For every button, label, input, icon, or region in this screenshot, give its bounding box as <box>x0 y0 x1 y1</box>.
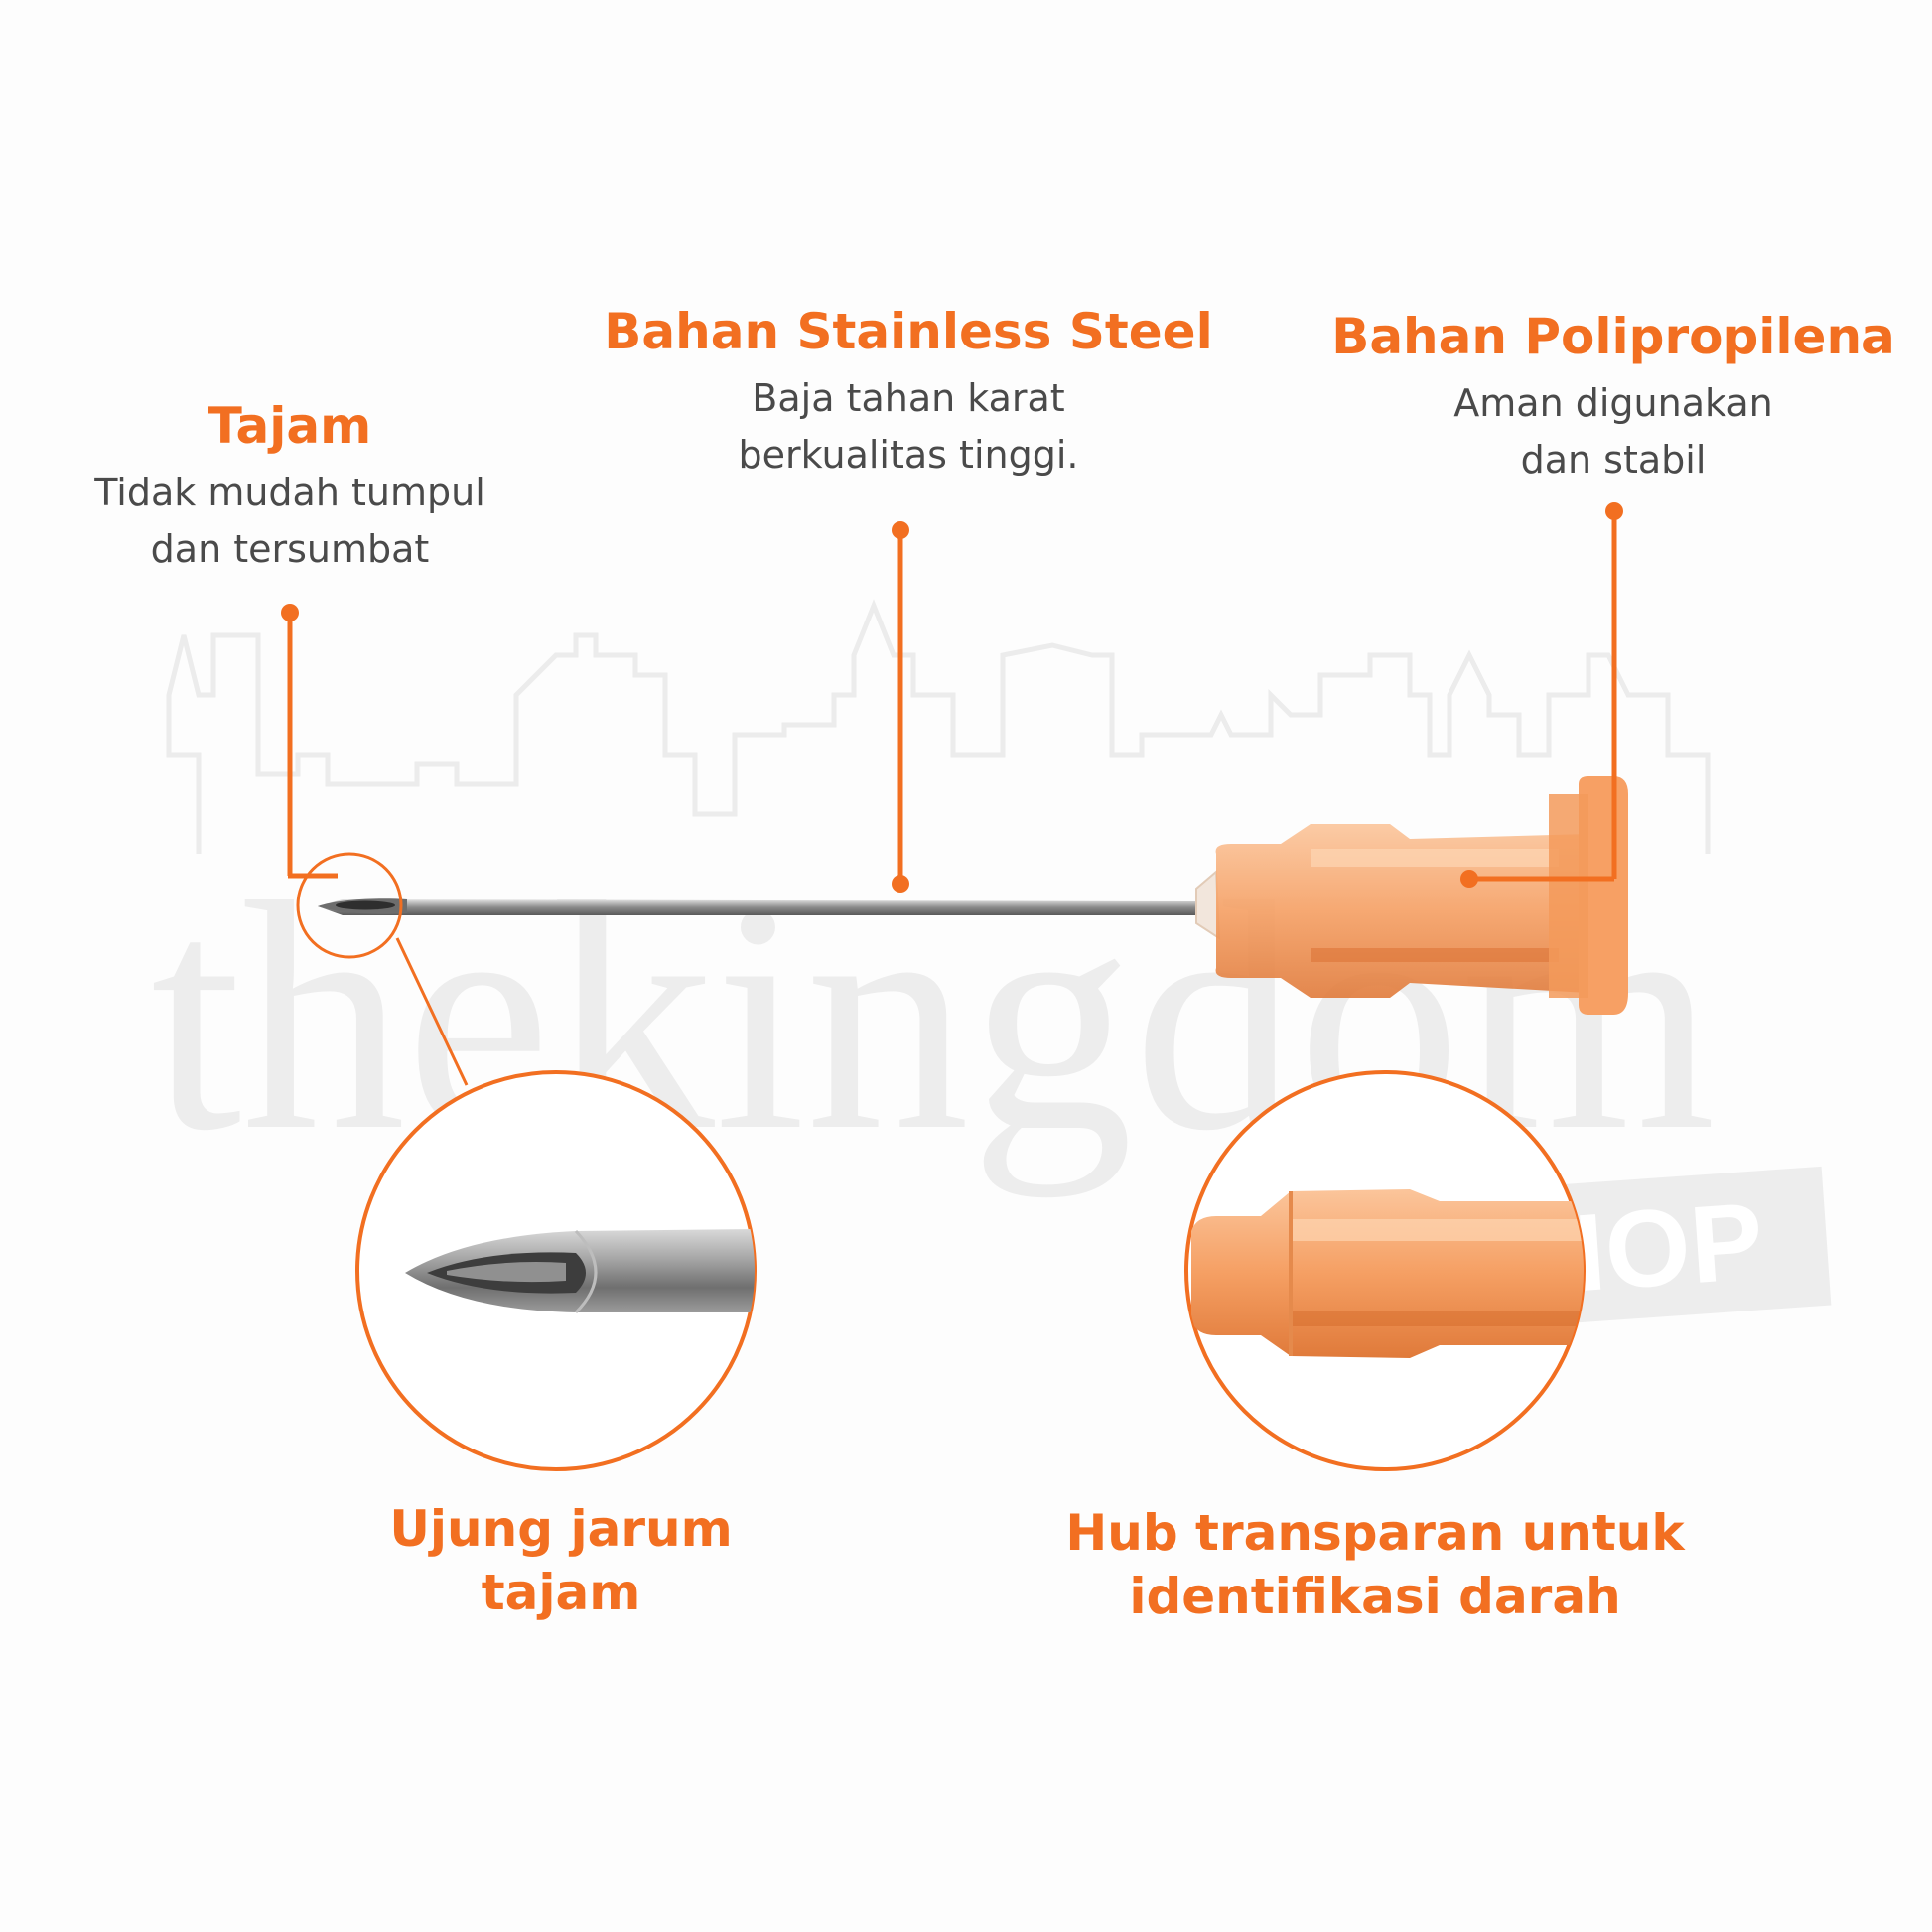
watermark-skyline <box>166 599 1711 854</box>
caption-tip-line1: Ujung jarum <box>389 1500 733 1558</box>
feature-desc-polypropylene-line2: dan stabil <box>1520 438 1707 482</box>
feature-desc-steel-line1: Baja tahan karat <box>752 376 1065 420</box>
caption-hub-line2: identifikasi darah <box>1129 1568 1621 1625</box>
tip-zoom-ring <box>296 852 403 959</box>
callout-lines <box>281 502 1623 893</box>
hub-closeup <box>1184 1070 1586 1471</box>
caption-hub-line1: Hub transparan untuk <box>1065 1504 1685 1562</box>
tip-zoom-connector <box>395 937 469 1086</box>
feature-title-steel: Bahan Stainless Steel <box>604 303 1213 360</box>
feature-desc-sharp-line1: Tidak mudah tumpul <box>94 471 485 514</box>
needle-tip-closeup <box>355 1070 757 1471</box>
feature-title-sharp: Tajam <box>207 397 372 455</box>
needle-hub <box>1195 776 1628 1015</box>
feature-title-polypropylene: Bahan Polipropilena <box>1331 308 1895 365</box>
feature-desc-sharp-line2: dan tersumbat <box>150 527 430 571</box>
caption-tip-line2: tajam <box>481 1564 641 1621</box>
feature-desc-steel-line2: berkualitas tinggi. <box>738 433 1079 477</box>
needle-cannula <box>318 898 1201 915</box>
feature-desc-polypropylene-line1: Aman digunakan <box>1453 381 1773 425</box>
